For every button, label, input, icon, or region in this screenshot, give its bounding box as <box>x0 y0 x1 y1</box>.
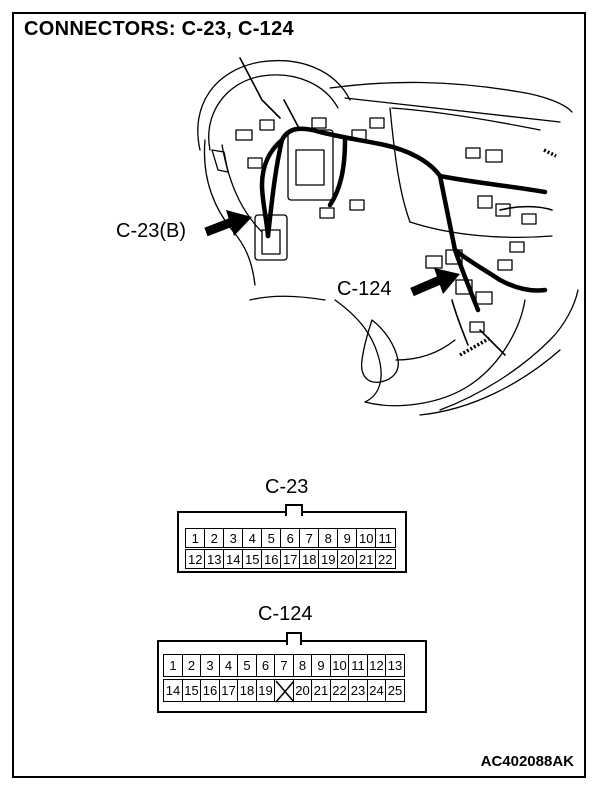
pin-cell: 10 <box>356 528 377 548</box>
c124-callout-label: C-124 <box>337 278 392 300</box>
pin-cell: 21 <box>311 679 331 702</box>
pin-cell: 7 <box>299 528 320 548</box>
pin-cell: 18 <box>299 549 320 569</box>
pin-cell: 16 <box>261 549 282 569</box>
pin-cell: 13 <box>204 549 225 569</box>
pin-cell: 7 <box>274 654 294 677</box>
empty-cavity <box>274 679 295 703</box>
dashboard-harness-illustration <box>197 57 579 416</box>
pin-cell: 2 <box>181 654 202 677</box>
pin-cell: 5 <box>237 654 257 677</box>
c124-callout-arrow <box>410 268 460 297</box>
pin-cell: 22 <box>375 549 396 569</box>
pin-cell: 2 <box>204 528 225 548</box>
pin-cell: 8 <box>318 528 339 548</box>
c124-connector-key <box>286 632 302 645</box>
c23-connector-label: C-23 <box>265 476 309 498</box>
pin-cell: 13 <box>385 654 405 677</box>
pin-cell: 3 <box>223 528 244 548</box>
pin-cell: 5 <box>261 528 282 548</box>
pin-cell: 21 <box>356 549 377 569</box>
pin-cell: 17 <box>218 679 239 702</box>
pin-cell: 23 <box>348 679 368 702</box>
pin-cell: 12 <box>366 654 387 677</box>
pin-cell: 19 <box>255 679 276 702</box>
pin-cell: 18 <box>237 679 257 702</box>
pin-cell: 3 <box>200 654 220 677</box>
pin-cell: 9 <box>337 528 358 548</box>
c23-callout-arrow <box>204 210 252 237</box>
pin-cell: 16 <box>200 679 220 702</box>
figure-frame <box>12 12 586 778</box>
pin-cell: 20 <box>292 679 313 702</box>
pin-cell: 20 <box>337 549 358 569</box>
pin-cell: 15 <box>242 549 263 569</box>
pin-cell: 17 <box>280 549 301 569</box>
figure-code: AC402088AK <box>480 753 574 770</box>
pin-cell: 4 <box>218 654 239 677</box>
pin-cell: 25 <box>385 679 405 702</box>
pin-cell: 6 <box>280 528 301 548</box>
pin-cell: 4 <box>242 528 263 548</box>
pin-cell: 9 <box>311 654 331 677</box>
pin-cell: 1 <box>185 528 206 548</box>
pin-cell: 12 <box>185 549 206 569</box>
pin-cell: 19 <box>318 549 339 569</box>
c124-connector-label: C-124 <box>258 603 313 625</box>
pin-cell: 24 <box>366 679 387 702</box>
pin-cell: 6 <box>255 654 276 677</box>
c23-connector-key <box>285 504 303 516</box>
empty-cavity-x-icon <box>275 680 295 703</box>
figure-title: CONNECTORS: C-23, C-124 <box>24 18 294 40</box>
pin-cell: 10 <box>329 654 350 677</box>
pin-cell: 14 <box>223 549 244 569</box>
pin-cell: 15 <box>181 679 202 702</box>
pin-cell: 22 <box>329 679 350 702</box>
pin-cell: 11 <box>375 528 396 548</box>
pin-cell: 11 <box>348 654 368 677</box>
c23-callout-label: C-23(B) <box>116 220 187 242</box>
pin-cell: 14 <box>163 679 183 702</box>
pin-cell: 1 <box>163 654 183 677</box>
pin-cell: 8 <box>292 654 313 677</box>
